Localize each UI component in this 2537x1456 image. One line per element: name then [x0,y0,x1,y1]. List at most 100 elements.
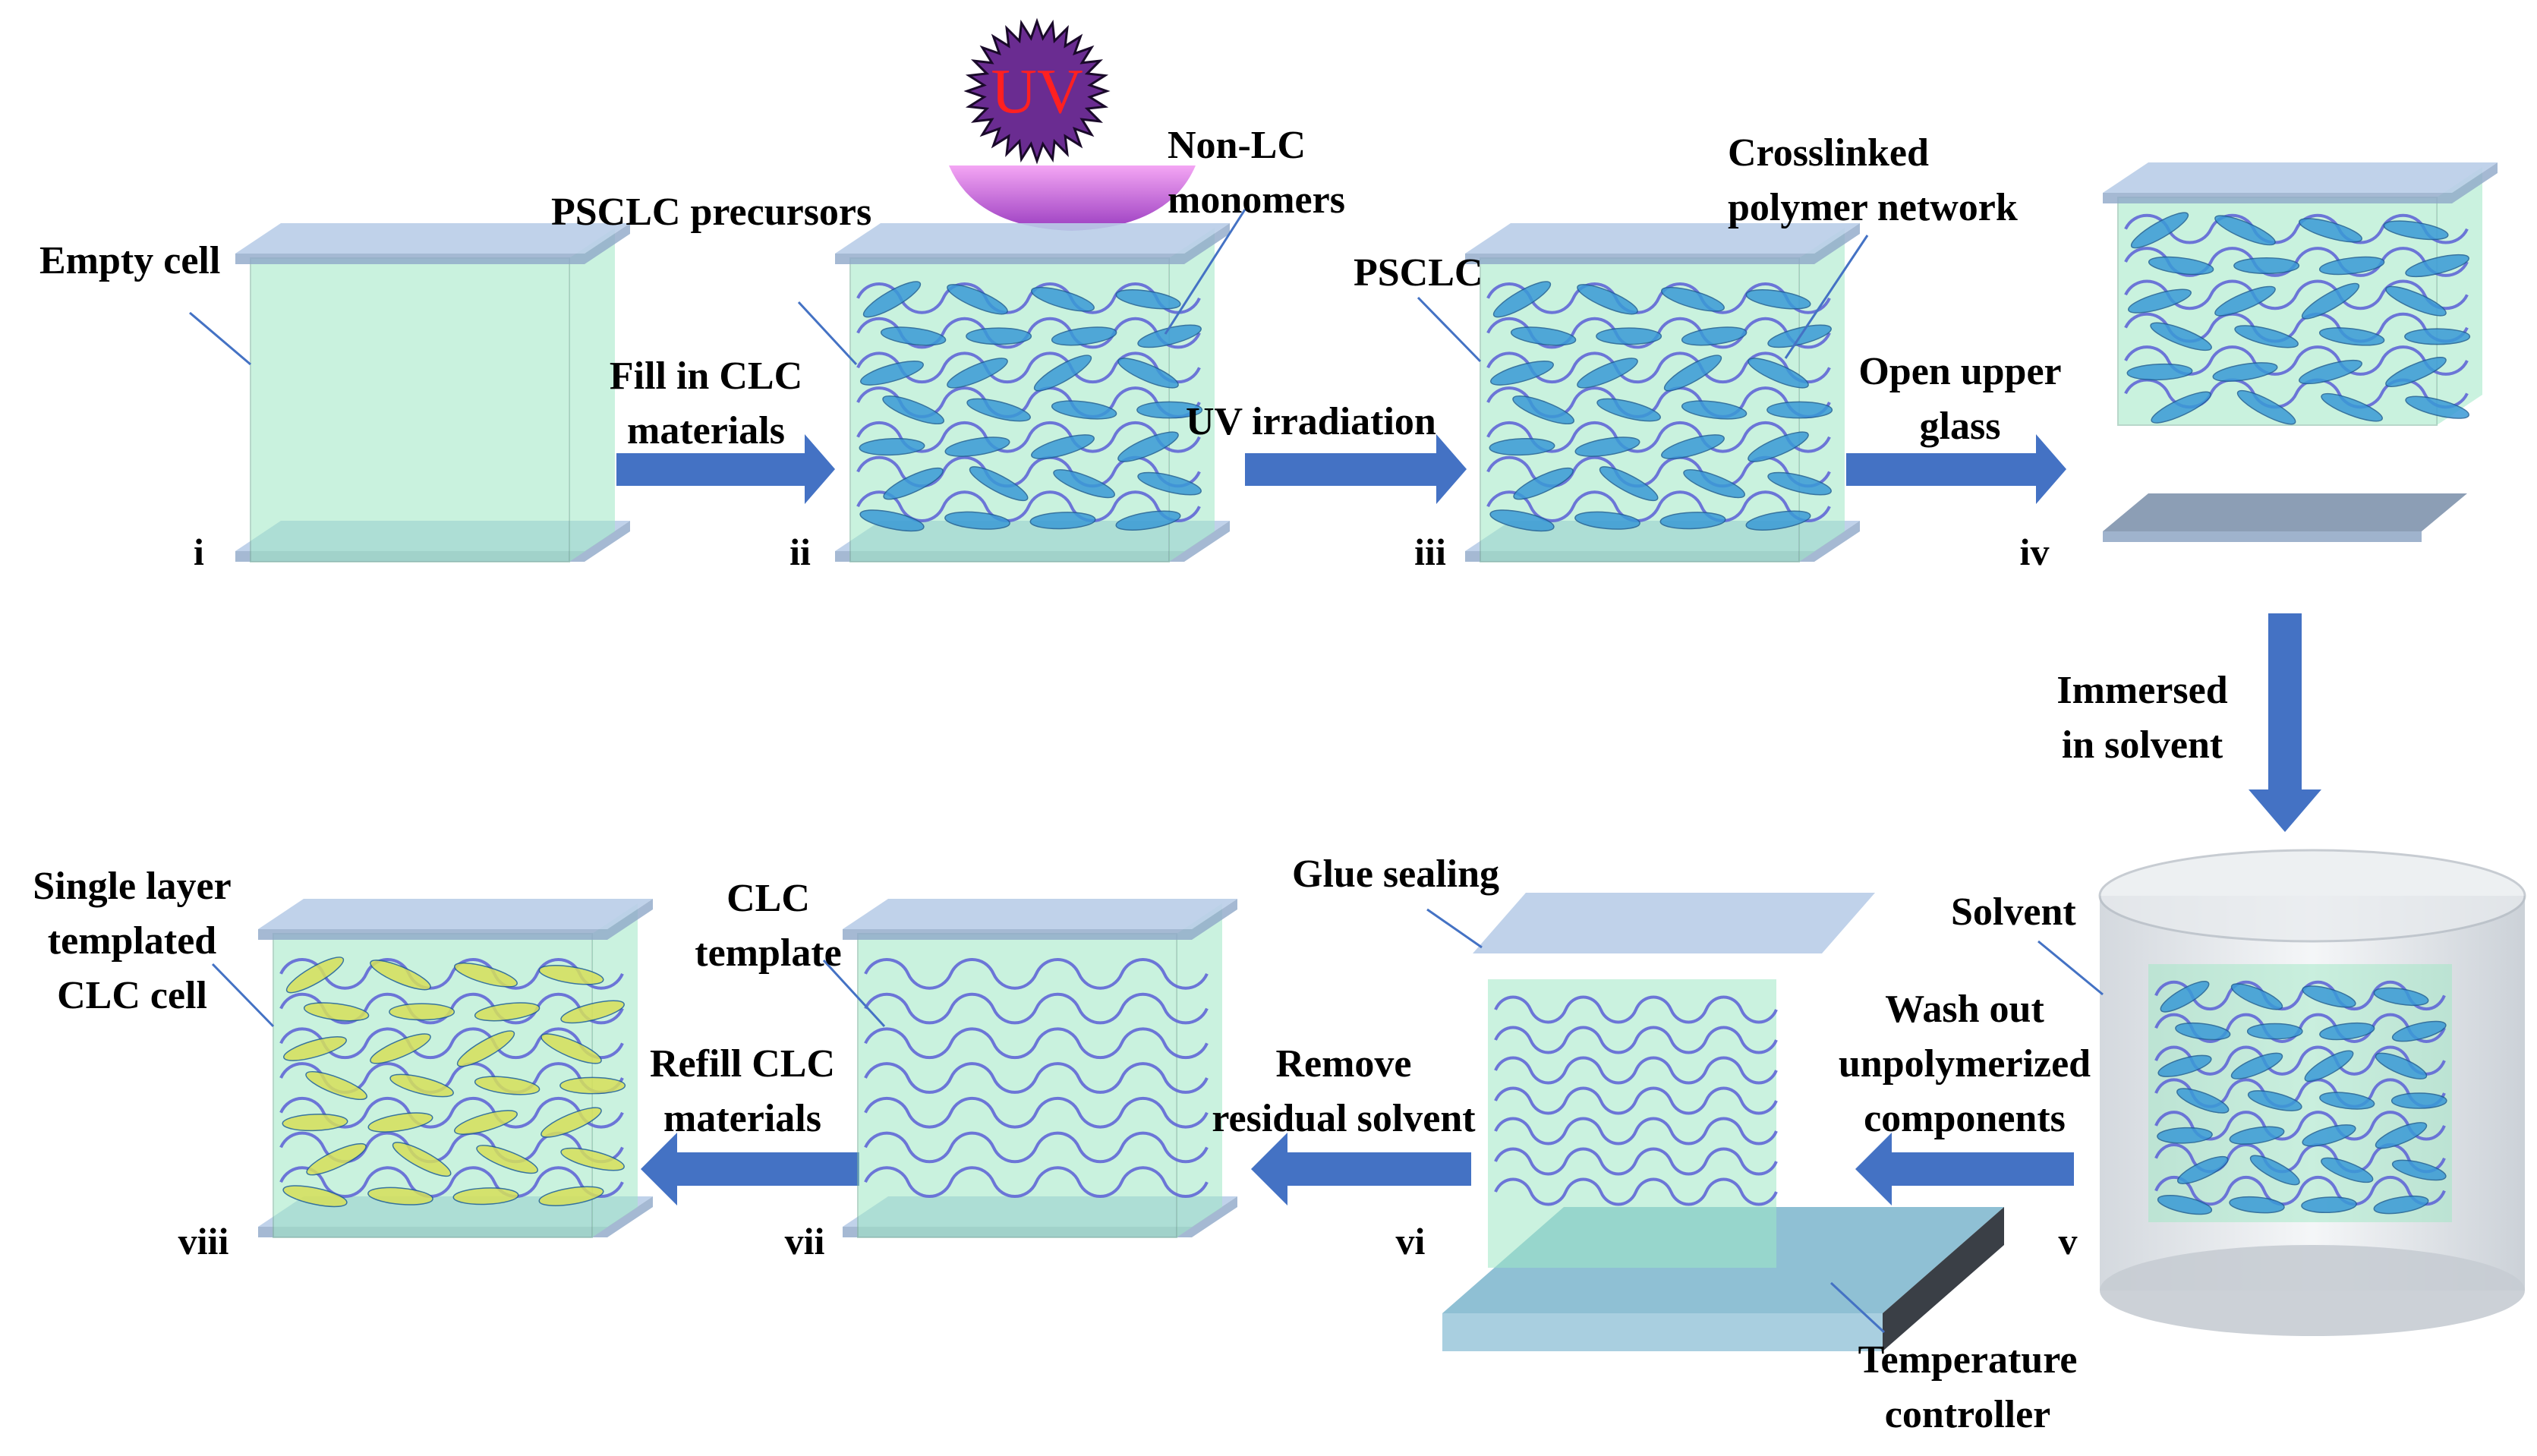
numeral-iv: iv [2020,531,2050,573]
flow-arrows [616,434,2321,1205]
cell-template-front [857,933,1177,1238]
cell-precursors-lc-molecule [1051,400,1117,420]
glue-sealing-glass [1473,893,1875,953]
cell-psclc-lc-molecule [1512,395,1574,425]
solvent-beaker [2098,849,2526,1336]
arrow-remove [1251,1133,1471,1205]
cell-psclc-lc-molecule [1748,431,1809,462]
cell-templated-lc-molecule [560,1000,625,1024]
label-empty-cell: Empty cell [39,239,220,282]
leader-empty-cell [189,311,251,366]
cell-opened-lc-molecule [2321,392,2383,422]
cell-in-solvent-lc-molecule [2230,1052,2283,1079]
label-psclc: PSCLC [1354,251,1483,295]
cell-precursors-lc-molecule [947,358,1008,389]
leader-lines [189,209,2104,1334]
cell-opened-lc-molecule [2236,389,2296,425]
cell-precursors-lc-molecule [880,326,947,346]
label-template-2: template [695,931,841,975]
cell-templated-lc-molecule [305,1070,367,1101]
cell-templated-lc-molecule [559,1076,626,1095]
cell-precursors-lc-molecule [860,361,924,386]
cell-glue-sealing [1442,893,2004,1351]
cell-glue-helix [1494,1147,1778,1176]
cell-precursors-lc-molecule [966,398,1031,422]
cell-in-solvent-lc-molecule [2160,981,2210,1013]
cell-templated-lc-molecule [282,1114,348,1132]
cell-template [843,899,1237,1238]
cell-glue-helix [1494,1177,1778,1206]
cell-psclc-top-glass-edge [1465,223,1860,264]
cell-glue-helix [1494,1026,1778,1054]
cell-in-solvent-lc-molecule [2229,1126,2285,1145]
cell-templated-lc-molecule [370,960,431,991]
cell-precursors-helix [856,351,1201,384]
cell-psclc-lc-molecule [1683,469,1745,499]
temp-controller-front [1442,1313,1883,1351]
beaker-bottom [2100,1245,2525,1336]
cell-in-solvent-lc-molecule [2321,1157,2374,1183]
cell-template-helix [864,1096,1209,1129]
cell-precursors-lc-molecule [882,395,944,425]
step-open-1: Open upper [1858,350,2061,393]
cell-templated-top-glass-top [258,899,653,929]
cell-precursors-lc-molecule [1117,358,1179,389]
cell-psclc-lc-molecule [1489,438,1555,456]
uv-badge-icon [963,17,1111,165]
cell-psclc-lc-molecule [1767,471,1832,496]
cell-precursors-lc-molecule [944,436,1010,457]
step-wash-3: components [1864,1097,2066,1140]
cell-opened-lc-molecule [2234,325,2299,348]
numeral-iii: iii [1414,531,1446,573]
cell-template-top-glass-top [843,899,1237,929]
arrow-wash [1855,1133,2074,1205]
cell-precursors-lc-molecule [1033,355,1092,392]
step-remove-1: Remove [1275,1042,1411,1086]
cell-templated-lc-molecule [540,1033,602,1064]
leader-crosslinked [1784,235,1869,359]
cell-in-solvent-lc-molecule [2177,1155,2229,1184]
label-template-1: CLC [726,877,810,920]
cell-psclc-lc-molecule [1663,355,1722,392]
cell-in-solvent-helix [2154,1045,2446,1076]
leader-solvent [2037,940,2104,996]
cell-precursors-lc-molecule [862,281,922,318]
cell-in-solvent-lc-molecule [2301,1196,2357,1214]
cell-psclc-lc-molecule [1596,398,1661,422]
cell-in-solvent-lc-molecule [2373,987,2429,1007]
leader-single-layer [211,963,275,1028]
cell-precursors-lc-molecule [1051,326,1117,346]
cell-templated-lc-molecule [452,1187,519,1205]
numeral-v: v [2059,1220,2078,1262]
cell-psclc-lc-molecule [1681,326,1748,346]
step-refill-2: materials [663,1097,821,1140]
cell-templated-lc-molecule [474,1002,540,1022]
cell-glue-helix [1494,1086,1778,1115]
cell-templated-lc-molecule [282,1185,348,1208]
cell-in-solvent-lc-molecule [2373,1195,2429,1215]
label-single-layer-3: CLC cell [57,974,207,1017]
temp-controller-side [1883,1207,2004,1351]
cell-templated-lc-molecule [389,1073,454,1098]
cell-in-solvent-lc-molecule [2302,1124,2356,1147]
cell-opened-lc-molecule [2126,363,2193,381]
leader-glue [1426,908,1483,949]
cell-glue-helix [1494,995,1778,1024]
cell-templated-lc-molecule [538,965,604,985]
cell-psclc-lc-molecule [1577,284,1638,315]
label-temp-ctrl-2: controller [1885,1393,2051,1436]
cell-precursors-lc-molecule [1137,471,1202,496]
cell-psclc-lc-molecule [1681,400,1748,420]
cell-psclc-lc-molecule [1661,286,1725,312]
cell-in-solvent-lc-molecule [2375,1122,2428,1149]
label-single-layer-2: templated [48,919,216,963]
cell-opened-lc-molecule [2233,257,2300,275]
lamp-shade [949,165,1196,231]
cell-templated-lc-molecule [540,1107,602,1138]
cell-template-helix [864,992,1209,1025]
cell-psclc-lc-molecule [1577,358,1638,389]
uv-lamp: UV [949,17,1196,231]
cell-template-helix [864,1062,1209,1094]
cell-opened-lc-molecule [2299,359,2362,385]
